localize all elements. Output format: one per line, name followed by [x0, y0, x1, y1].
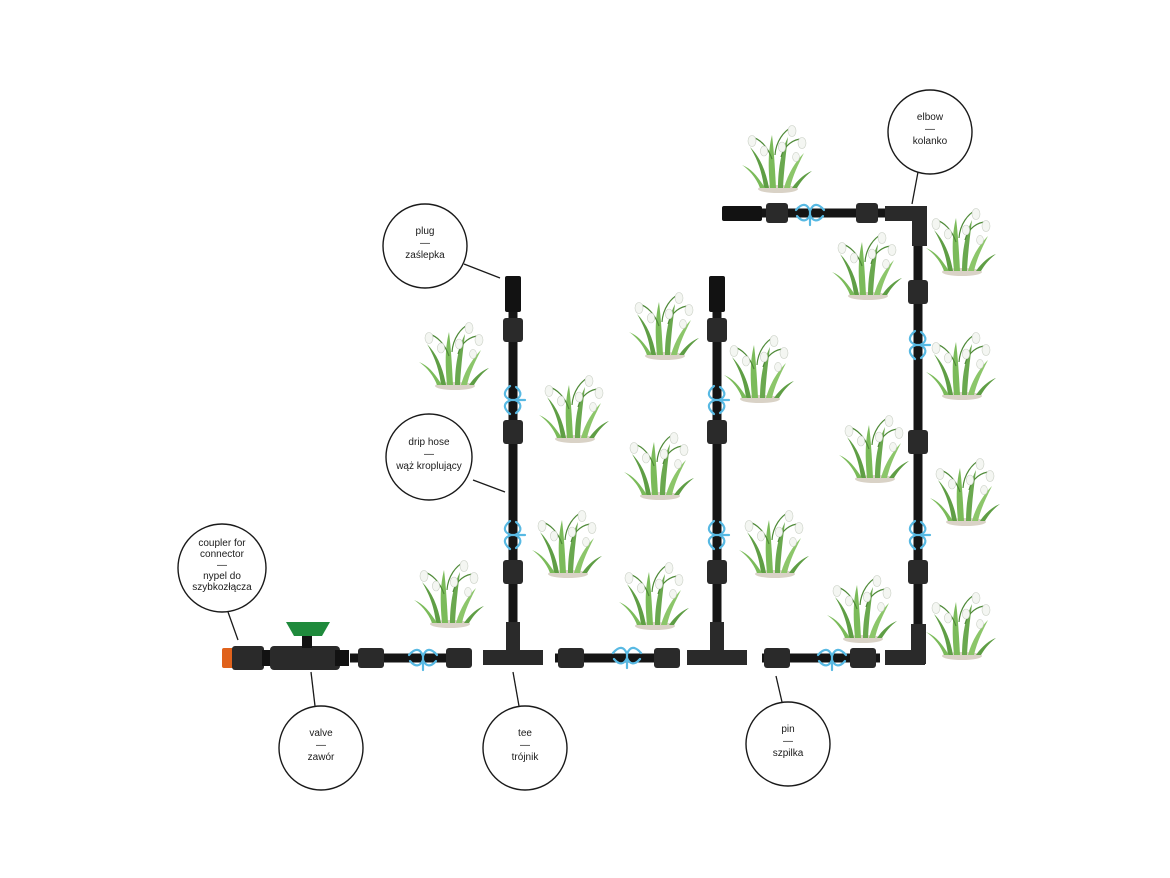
- plug-fitting: [709, 276, 725, 312]
- callout-valve: valve — zawór: [278, 705, 364, 791]
- callout-tee-sep: —: [520, 740, 530, 751]
- valve-stem: [302, 636, 312, 648]
- callout-coupler-sep: —: [217, 560, 227, 571]
- elbow-fitting: [885, 206, 927, 246]
- snowdrop-plant-icon: [826, 574, 898, 644]
- callout-elbow: elbow — kolanko: [887, 89, 973, 175]
- connector: [707, 560, 727, 584]
- leader-line-valve: [310, 671, 316, 707]
- snowdrop-plant-icon: [531, 509, 603, 579]
- coupler-thread: [262, 650, 272, 666]
- leader-line-drip-hose: [472, 479, 506, 493]
- tee-fitting: [483, 622, 543, 665]
- callout-tee-pl: trójnik: [512, 752, 540, 763]
- callout-elbow-pl: kolanko: [913, 136, 948, 147]
- leader-line-pin: [775, 675, 783, 703]
- callout-elbow-sep: —: [925, 124, 935, 135]
- callout-coupler: coupler for connector — nypel do szybkoz…: [177, 523, 267, 613]
- snowdrop-plant-icon: [538, 374, 610, 444]
- leader-line-tee: [512, 671, 520, 707]
- callout-plug-sep: —: [420, 238, 430, 249]
- snowdrop-plant-icon: [925, 207, 997, 277]
- snowdrop-plant-icon: [925, 591, 997, 661]
- snowdrop-plant-icon: [623, 431, 695, 501]
- connector: [358, 648, 384, 668]
- callout-drip-hose-sep: —: [424, 449, 434, 460]
- callout-coupler-en-2: connector: [200, 549, 245, 560]
- callout-coupler-en-1: coupler for: [198, 538, 246, 549]
- callout-drip-hose: drip hose — wąż kroplujący: [385, 413, 473, 501]
- coupler-for-connector: [232, 646, 264, 670]
- plug-fitting: [505, 276, 521, 312]
- snowdrop-plant-icon: [738, 509, 810, 579]
- snowdrop-plant-icon: [925, 331, 997, 401]
- connector: [446, 648, 472, 668]
- connector: [908, 430, 928, 454]
- connector: [850, 648, 876, 668]
- elbow-fitting: [885, 624, 926, 665]
- callout-drip-hose-pl: wąż kroplujący: [395, 461, 462, 472]
- snowdrop-plant-icon: [929, 457, 1001, 527]
- snowdrop-plant-icon: [838, 414, 910, 484]
- connector: [764, 648, 790, 668]
- connector: [654, 648, 680, 668]
- connector: [707, 318, 727, 342]
- tee-fitting: [687, 622, 747, 665]
- snowdrop-plant-icon: [418, 321, 490, 391]
- snowdrop-plant-icon: [741, 124, 813, 194]
- snowdrop-plant-icon: [618, 561, 690, 631]
- callout-coupler-pl-1: nypel do: [203, 571, 241, 582]
- connector: [908, 280, 928, 304]
- fittings-group: [222, 203, 928, 670]
- callout-pin-en: pin: [781, 724, 794, 735]
- valve-barb: [335, 650, 349, 666]
- connector: [766, 203, 788, 223]
- connector: [856, 203, 878, 223]
- leader-line-elbow: [911, 171, 919, 205]
- callout-plug-pl: zaślepka: [405, 250, 445, 261]
- callout-tee: tee — trójnik: [482, 705, 568, 791]
- coupler-orange-ring: [222, 648, 234, 668]
- callout-drip-hose-en: drip hose: [408, 437, 450, 448]
- valve-body: [270, 646, 340, 670]
- connector: [908, 560, 928, 584]
- snowdrop-plant-icon: [628, 291, 700, 361]
- snowdrop-plant-icon: [413, 559, 485, 629]
- callout-plug: plug — zaślepka: [382, 203, 468, 289]
- callout-pin: pin — szpilka: [745, 701, 831, 787]
- callout-pin-pl: szpilka: [773, 748, 804, 759]
- connector: [707, 420, 727, 444]
- leader-line-plug: [463, 263, 501, 279]
- callout-valve-sep: —: [316, 740, 326, 751]
- callout-elbow-en: elbow: [917, 112, 944, 123]
- callout-plug-en: plug: [416, 226, 435, 237]
- callout-pin-sep: —: [783, 736, 793, 747]
- callout-coupler-pl-2: szybkozłącza: [192, 582, 252, 593]
- callout-valve-pl: zawór: [308, 752, 335, 763]
- connector: [503, 420, 523, 444]
- callout-tee-en: tee: [518, 728, 532, 739]
- valve-handle: [286, 622, 330, 636]
- connector: [503, 560, 523, 584]
- connector: [503, 318, 523, 342]
- connector: [558, 648, 584, 668]
- snowdrop-plant-icon: [723, 334, 795, 404]
- snowdrop-plant-icon: [831, 231, 903, 301]
- leader-lines: [227, 171, 919, 707]
- plug-fitting: [722, 206, 762, 221]
- leader-line-coupler: [227, 611, 239, 641]
- callout-valve-en: valve: [309, 728, 333, 739]
